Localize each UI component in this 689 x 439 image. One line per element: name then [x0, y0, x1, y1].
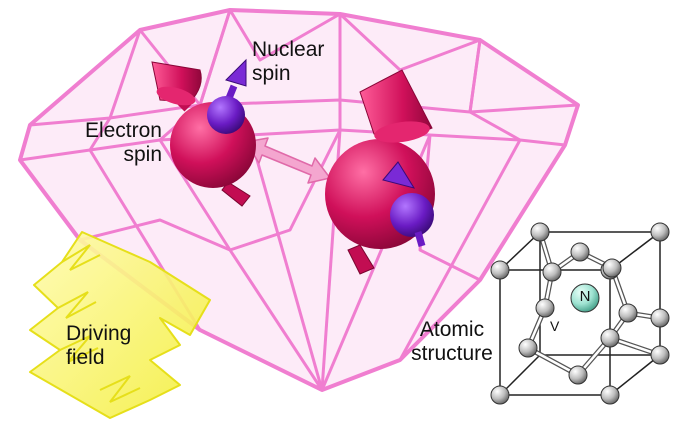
driving-field-label-line-1: Driving [66, 322, 132, 345]
driving-field-wave [29, 231, 211, 419]
carbon-atom [530, 222, 550, 242]
atomic-structure-label-line-1: Atomic [419, 318, 485, 341]
carbon-atom [570, 242, 590, 262]
atomic-structure-label-line-2: structure [411, 342, 493, 365]
carbon-atom [568, 365, 588, 385]
nitrogen-atom-sphere [570, 283, 600, 313]
electron-spin-label: Electron spin [70, 119, 162, 167]
carbon-atom [535, 298, 555, 318]
carbon-atom [490, 260, 510, 280]
carbon-atom [600, 328, 620, 348]
carbon-atom [602, 258, 622, 278]
nitrogen-atom-label: N [579, 288, 591, 305]
carbon-atom [542, 262, 562, 282]
carbon-atom [650, 308, 670, 328]
driving-field-label-line-2: field [66, 346, 105, 369]
nuclear-spin-label-line-2: spin [252, 62, 291, 85]
vacancy-label: V [550, 318, 560, 334]
carbon-atom [650, 222, 670, 242]
nuclear-spin-label: Nuclear spin [252, 38, 324, 86]
nuclear-spin-left [207, 58, 247, 134]
electron-spin-label-line-2: spin [123, 143, 162, 166]
carbon-atom [650, 345, 670, 365]
nuclear-spin-label-line-1: Nuclear [252, 38, 325, 61]
carbon-atom [490, 385, 510, 405]
atomic-structure-label: Atomic structure [410, 318, 494, 366]
carbon-atom [600, 385, 620, 405]
driving-field-label: Driving field [66, 322, 131, 370]
carbon-atom [518, 338, 538, 358]
electron-spin-label-line-1: Electron [84, 119, 162, 142]
carbon-atom [618, 303, 638, 323]
atomic-structure [490, 222, 670, 405]
nuclear-spin-right [382, 161, 434, 247]
